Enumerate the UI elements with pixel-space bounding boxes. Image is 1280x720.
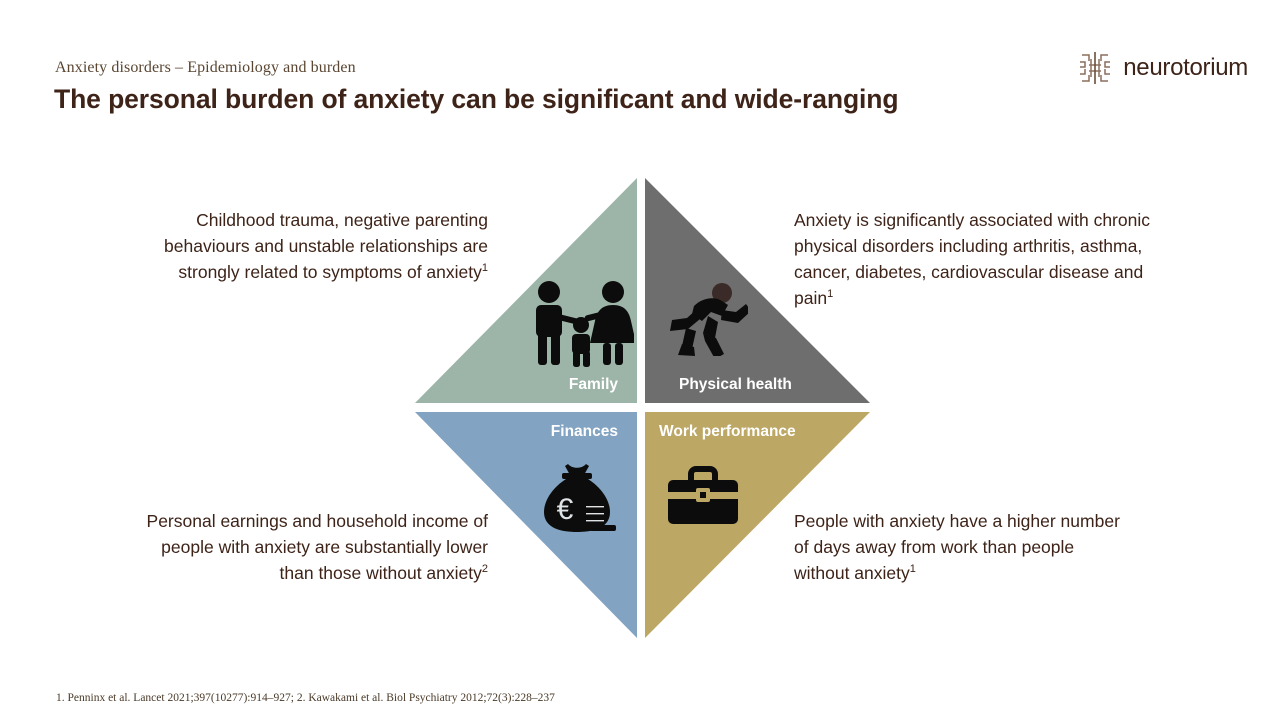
quadrant-text-work-performance-body: People with anxiety have a higher number… <box>794 511 1120 583</box>
quadrant-text-family-body: Childhood trauma, negative parenting beh… <box>164 210 488 282</box>
quadrant-label-physical-health: Physical health <box>679 376 792 393</box>
quadrant-text-work-performance: People with anxiety have a higher number… <box>794 508 1124 586</box>
quadrant-label-finances: Finances <box>550 423 618 440</box>
quadrant-ref-work-performance: 1 <box>909 563 916 576</box>
quadrant-label-family: Family <box>568 376 618 393</box>
family-icon <box>528 280 636 368</box>
references-footnote: 1. Penninx et al. Lancet 2021;397(10277)… <box>56 692 555 704</box>
briefcase-icon <box>666 462 740 530</box>
quadrant-text-finances: Personal earnings and household income o… <box>130 508 488 586</box>
slide-eyebrow: Anxiety disorders – Epidemiology and bur… <box>55 59 356 76</box>
money-bag-icon: € <box>540 462 620 536</box>
quadrant-text-physical-health: Anxiety is significantly associated with… <box>794 207 1174 311</box>
neurotorium-maze-icon <box>1078 50 1112 86</box>
quadrant-ref-family: 1 <box>481 262 488 275</box>
quadrant-text-physical-health-body: Anxiety is significantly associated with… <box>794 210 1150 308</box>
page-title: The personal burden of anxiety can be si… <box>54 84 899 114</box>
quadrant-label-work-performance: Work performance <box>659 423 796 440</box>
quadrant-text-finances-body: Personal earnings and household income o… <box>146 511 488 583</box>
quadrant-ref-physical-health: 1 <box>827 288 834 301</box>
quadrant-ref-finances: 2 <box>481 563 488 576</box>
running-person-icon <box>664 282 751 359</box>
brand-logo-text: neurotorium <box>1123 54 1248 81</box>
brand-logo: neurotorium <box>1078 50 1248 86</box>
quadrant-text-family: Childhood trauma, negative parenting beh… <box>120 207 488 285</box>
svg-text:€: € <box>557 493 574 526</box>
